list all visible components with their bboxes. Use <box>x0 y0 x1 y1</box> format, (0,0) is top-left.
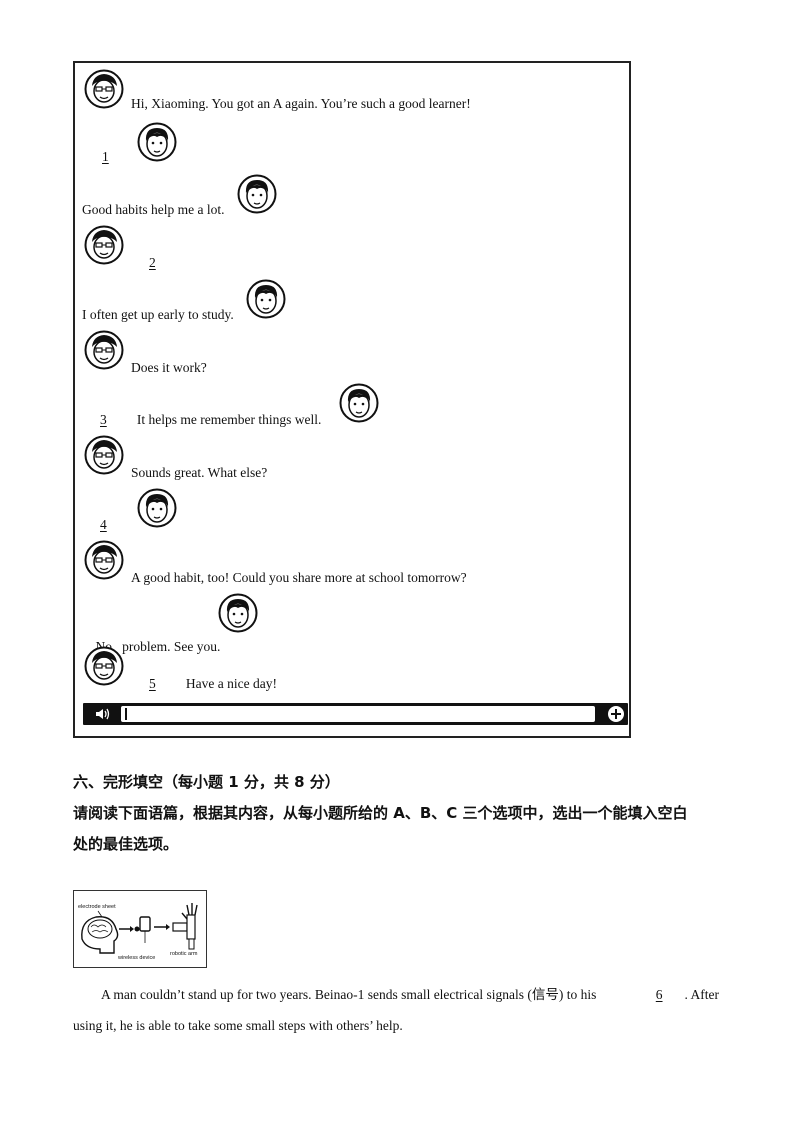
answer-blank[interactable]: 5 <box>131 676 176 692</box>
dialogue-line: Does it work? <box>131 360 207 376</box>
student-avatar-icon <box>339 383 379 423</box>
answer-blank[interactable]: 3 <box>82 412 127 428</box>
dialogue-box: Hi, Xiaoming. You got an A again. You’re… <box>73 61 631 738</box>
plus-icon[interactable] <box>607 705 625 723</box>
text-cursor <box>125 708 127 720</box>
teacher-avatar-icon <box>84 69 124 109</box>
speaker-icon[interactable] <box>94 707 112 721</box>
answer-blank[interactable]: 2 <box>131 255 176 271</box>
section-instruction: 请阅读下面语篇，根据其内容，从每小题所给的 A、B、C 三个选项中，选出一个能填… <box>73 804 688 822</box>
dialogue-line: Sounds great. What else? <box>131 465 267 481</box>
dialogue-text: Hi, Xiaoming. You got an A again. You’re… <box>131 96 471 111</box>
dialogue-text: Sounds great. What else? <box>131 465 268 480</box>
wireless-label: wireless device <box>117 955 155 961</box>
dialogue-line: 1 <box>82 149 129 165</box>
dialogue-line: 2 <box>131 255 176 271</box>
student-avatar-icon <box>218 593 258 633</box>
dialogue-line: Good habits help me a lot. <box>82 202 224 218</box>
passage-text: . After using it, he is able to take som… <box>73 987 720 1033</box>
answer-blank[interactable]: 4 <box>82 517 127 533</box>
passage-paragraph: A man couldn’t stand up for two years. B… <box>73 979 733 1041</box>
teacher-avatar-icon <box>84 646 124 686</box>
robotic-arm-label: robotic arm <box>170 951 198 957</box>
student-avatar-icon <box>246 279 286 319</box>
teacher-avatar-icon <box>84 225 124 265</box>
dialogue-text: Good habits help me a lot. <box>82 202 225 217</box>
blank-number: 5 <box>149 676 156 691</box>
robotic-arm-icon <box>172 903 198 950</box>
passage-text: A man couldn’t stand up for two years. B… <box>101 987 600 1002</box>
electrode-label: electrode sheet <box>78 904 116 910</box>
dialogue-text: I often get up early to study. <box>82 307 234 322</box>
brain-computer-interface-figure: electrode sheet wireless device robotic … <box>73 890 207 968</box>
dialogue-text: A good habit, too! Could you share more … <box>131 570 467 585</box>
teacher-avatar-icon <box>84 435 124 475</box>
blank-number: 6 <box>655 987 663 1002</box>
student-avatar-icon <box>237 174 277 214</box>
dialogue-line: 5 Have a nice day! <box>131 676 277 692</box>
chat-text-input[interactable] <box>121 706 595 722</box>
section-title: 六、完形填空（每小题 1 分，共 8 分） <box>73 773 340 791</box>
student-avatar-icon <box>137 122 177 162</box>
wireless-device-icon <box>139 916 151 932</box>
dialogue-line: Hi, Xiaoming. You got an A again. You’re… <box>131 96 471 112</box>
dialogue-line: I often get up early to study. <box>82 307 234 323</box>
section-instruction: 处的最佳选项。 <box>73 835 179 853</box>
answer-blank[interactable]: 1 <box>82 149 129 165</box>
dialogue-text: Does it work? <box>131 360 207 375</box>
dialogue-line: A good habit, too! Could you share more … <box>131 570 467 586</box>
dialogue-text: It helps me remember things well. <box>136 412 322 427</box>
dialogue-text: Have a nice day! <box>185 676 277 691</box>
chat-input-bar <box>83 703 628 725</box>
blank-number: 3 <box>100 412 107 427</box>
teacher-avatar-icon <box>84 330 124 370</box>
blank-number: 1 <box>102 149 109 164</box>
teacher-avatar-icon <box>84 540 124 580</box>
blank-number: 4 <box>100 517 107 532</box>
dialogue-line: 4 <box>82 517 127 533</box>
blank-number: 2 <box>149 255 156 270</box>
answer-blank[interactable]: 6 <box>600 979 685 1010</box>
student-avatar-icon <box>137 488 177 528</box>
dialogue-line: 3 It helps me remember things well. <box>82 412 321 428</box>
